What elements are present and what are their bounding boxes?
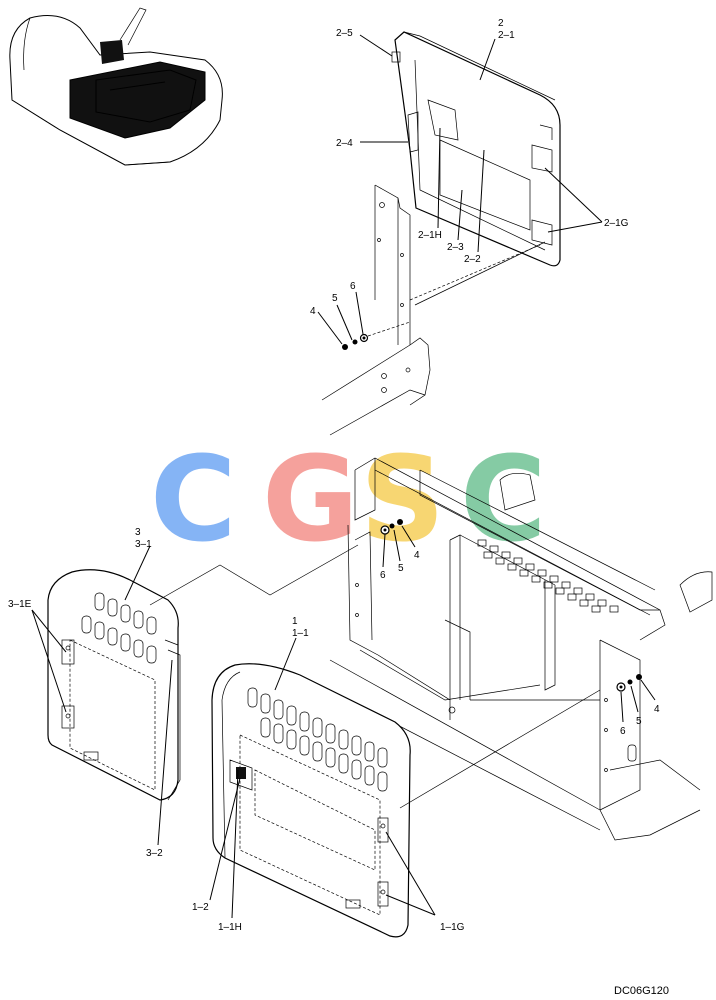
key-map-thumbnail [9,7,223,166]
panel-3-louvers [81,592,157,664]
callout-2-2: 2–2 [464,254,481,265]
callout-6-mid: 6 [380,570,386,581]
callout-2-4: 2–4 [336,138,353,149]
callout-2-5: 2–5 [336,28,353,39]
cover-panel-2 [391,31,561,301]
frame-upper-section [321,184,431,436]
callout-1-1: 1–1 [292,628,309,639]
watermark-letter-s: S [360,430,445,568]
callout-4-top: 4 [310,306,316,317]
callout-5-right: 5 [636,716,642,727]
callout-5-top: 5 [332,293,338,304]
fasteners-top [342,321,411,350]
leader-lines [31,34,656,919]
callout-2-1H: 2–1H [418,230,442,241]
drawing-code: DC06G120 [614,985,669,997]
fasteners-right [616,674,642,692]
callout-2-1G: 2–1G [604,218,629,229]
callout-1-1G: 1–1G [440,922,465,933]
callout-6-right: 6 [620,726,626,737]
panel-1-louvers [247,687,388,792]
callout-3: 3 [135,527,141,538]
callout-1-2: 1–2 [192,902,209,913]
callout-2-3: 2–3 [447,242,464,253]
callout-3-2: 3–2 [146,848,163,859]
cover-panel-1 [211,663,411,938]
callout-3-1: 3–1 [135,539,152,550]
watermark-letter-g: G [262,430,359,568]
callout-2-1: 2–1 [498,30,515,41]
watermark-letter-c1: C [150,430,237,568]
main-frame [329,457,713,841]
frame-grille-cells [477,539,619,613]
watermark: C G S C [150,430,547,568]
cover-panel-3 [47,569,181,801]
callout-5-mid: 5 [398,563,404,574]
callout-labels: 2 2–1 2–5 2–4 2–1H 2–3 2–2 2–1G 4 5 6 6 … [8,18,660,933]
projection-lines [149,241,601,809]
callout-3-1E: 3–1E [8,599,32,610]
callout-6-top: 6 [350,281,356,292]
callout-2: 2 [498,18,504,29]
callout-4-mid: 4 [414,550,420,561]
callout-4-right: 4 [654,704,660,715]
callout-1: 1 [292,616,298,627]
callout-1-1H: 1–1H [218,922,242,933]
